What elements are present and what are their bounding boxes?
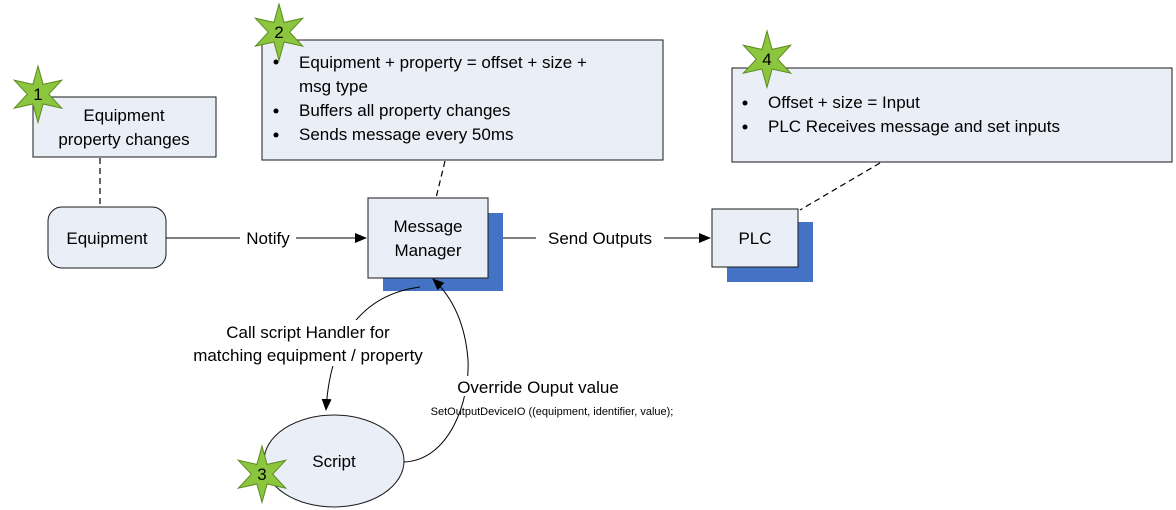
- note2-bullet1b: msg type: [299, 77, 368, 96]
- bullet-icon: [273, 132, 279, 138]
- note2-bullet1a: Equipment + property = offset + size +: [299, 53, 587, 72]
- star-icon: [236, 444, 288, 505]
- message-manager-label-2: Manager: [394, 241, 461, 260]
- equipment-node[interactable]: Equipment: [47, 206, 167, 269]
- override-arrow: [403, 278, 469, 463]
- note4-connector: [799, 162, 881, 211]
- bullet-icon: [273, 59, 279, 65]
- plc-label: PLC: [738, 229, 771, 248]
- override-label: Override Ouput value: [457, 378, 619, 397]
- note2-connector: [435, 160, 446, 199]
- bullet-icon: [273, 108, 279, 114]
- note-plc: Offset + size = Input PLC Receives messa…: [731, 67, 1173, 163]
- override-code-label: SetOutputDeviceIO ((equipment, identifie…: [431, 406, 674, 418]
- note-message-manager: Equipment + property = offset + size + m…: [261, 39, 664, 161]
- plc-node[interactable]: PLC: [711, 208, 813, 282]
- note-equipment-property-changes: Equipment property changes: [32, 96, 217, 158]
- star-badge-1: 1: [12, 64, 64, 125]
- note2-bullet3: Sends message every 50ms: [299, 125, 514, 144]
- message-manager-node[interactable]: Message Manager: [367, 197, 503, 291]
- note2-bullet2: Buffers all property changes: [299, 101, 510, 120]
- bullet-icon: [742, 100, 748, 106]
- script-label: Script: [312, 452, 356, 471]
- note4-bullet1: Offset + size = Input: [768, 93, 920, 112]
- notify-label-bg: [240, 228, 296, 248]
- call-script-label-bg: [170, 320, 456, 366]
- star-icon: [12, 64, 64, 125]
- note1-line2: property changes: [58, 130, 189, 149]
- send-outputs-label-bg: [536, 228, 664, 248]
- equipment-label: Equipment: [66, 229, 148, 248]
- note4-bullet2: PLC Receives message and set inputs: [768, 117, 1060, 136]
- note1-line1: Equipment: [83, 106, 165, 125]
- star-number-1: 1: [33, 85, 42, 104]
- bullet-icon: [742, 124, 748, 130]
- override-label-bg: [438, 376, 638, 396]
- star-number-2: 2: [274, 23, 283, 42]
- call-script-label-1: Call script Handler for: [226, 323, 390, 342]
- star-badge-2: 2: [253, 2, 305, 63]
- star-badge-3: 3: [236, 444, 288, 505]
- star-number-4: 4: [762, 50, 771, 69]
- call-script-label-2: matching equipment / property: [193, 346, 423, 365]
- star-number-3: 3: [257, 465, 266, 484]
- star-icon: [741, 29, 793, 90]
- star-badge-4: 4: [741, 29, 793, 90]
- star-icon: [253, 2, 305, 63]
- send-outputs-label: Send Outputs: [548, 229, 652, 248]
- message-manager-label-1: Message: [394, 217, 463, 236]
- notify-label: Notify: [246, 229, 290, 248]
